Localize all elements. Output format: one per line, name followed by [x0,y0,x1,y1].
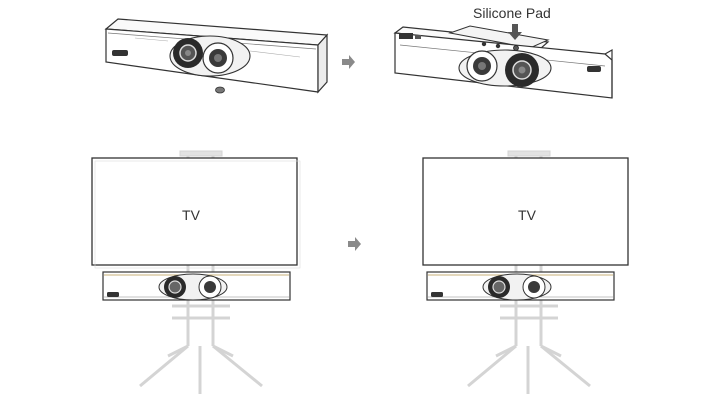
silicone-pad-attached [513,45,519,51]
tv-stand-assembly-right: TV [422,150,629,394]
silicone-pad-loose [215,86,225,94]
left-lens-icon [466,50,498,82]
tv-stand-assembly-left: TV [91,150,301,394]
right-lens-icon [202,42,234,74]
right-lens-icon [505,53,539,87]
step-arrow-icon [348,237,361,251]
tv-screen [422,157,629,266]
left-lens-icon [173,38,203,68]
silicone-pad-label: Silicone Pad [473,5,551,21]
logo-badge [112,50,128,56]
tv-label: TV [182,207,201,223]
video-bar-rear-view [393,25,613,99]
pointer-arrow-icon [508,24,522,40]
ports-icon [399,33,413,39]
step-arrow-icon [342,55,355,69]
tv-screen [91,157,298,266]
video-bar-front-view [104,18,329,94]
tv-label: TV [518,207,537,223]
